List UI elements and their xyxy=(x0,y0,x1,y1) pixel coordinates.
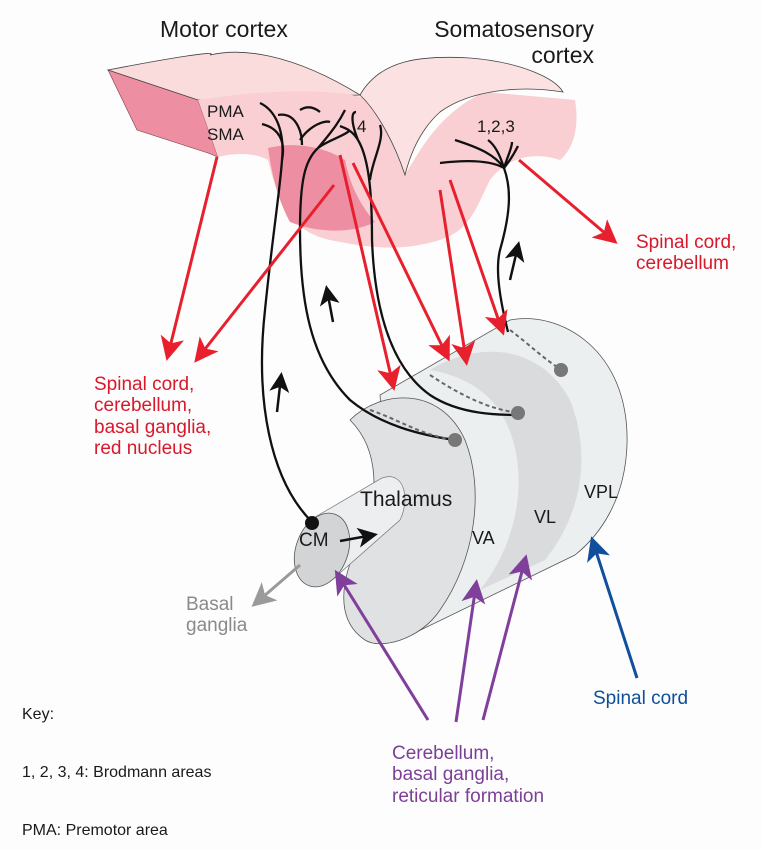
area-4-label: 4 xyxy=(357,117,367,136)
thalamic-cells xyxy=(305,329,568,530)
cm-to-basal-ganglia-arrow xyxy=(251,563,301,607)
input-to-va-arrow xyxy=(454,579,486,723)
somatosensory-output-targets: Spinal cord, cerebellum xyxy=(636,232,737,275)
vl-dotted-axon xyxy=(429,374,521,414)
cortex-to-va-arrow xyxy=(338,154,401,391)
sma-label: SMA xyxy=(207,125,244,144)
neuron-2-dendrites xyxy=(298,109,351,231)
spinal-input-arrow xyxy=(587,536,639,679)
vpl-neuron-dendrites xyxy=(439,138,520,170)
cortex-to-vpl-arrow xyxy=(448,179,508,336)
purple-arrows xyxy=(334,554,533,723)
somatosensory-cortex-title: Somatosensory cortex xyxy=(434,16,594,68)
key-heading: Key: xyxy=(22,706,55,724)
vpl-cell-body xyxy=(554,363,568,377)
vl-nucleus xyxy=(430,351,582,590)
neuron-3-dendrites xyxy=(339,110,383,241)
input-to-cm-arrow xyxy=(334,569,430,721)
pma-branch xyxy=(277,113,304,146)
purple-input-sources: Cerebellum, basal ganglia, reticular for… xyxy=(392,743,545,807)
cortex-sulcus-shade xyxy=(268,145,375,231)
neuron-3-axon xyxy=(370,239,521,417)
motor-output-arrow-2 xyxy=(194,184,336,363)
vpl-label: VPL xyxy=(584,482,619,502)
neuron-2-axon xyxy=(298,229,456,442)
va-cell-body xyxy=(448,433,462,447)
ascending-arrow-1 xyxy=(269,372,290,413)
cortex-block xyxy=(106,51,577,248)
ascending-arrow-2 xyxy=(319,285,340,323)
branch-b xyxy=(299,120,331,141)
motor-cortex-title: Motor cortex xyxy=(160,16,288,42)
vl-label: VL xyxy=(534,507,557,527)
basal-ganglia-target: Basal ganglia xyxy=(186,594,248,637)
cortex-to-vl-arrow-1 xyxy=(351,162,450,362)
cm-neuron-axon xyxy=(260,159,313,523)
pma-label: PMA xyxy=(207,102,244,121)
ascending-arrow-3 xyxy=(504,241,525,281)
thalamus-label: Thalamus xyxy=(360,488,453,511)
spinal-cord-source: Spinal cord xyxy=(593,688,689,709)
areas-1-2-3-label: 1,2,3 xyxy=(477,117,515,136)
motor-output-targets: Spinal cord, cerebellum, basal ganglia, … xyxy=(94,374,212,459)
thalamus xyxy=(293,318,628,644)
vl-cell-body xyxy=(511,406,525,420)
cm-label: CM xyxy=(299,530,329,551)
cm-cell-body xyxy=(305,516,319,530)
direction-arrows xyxy=(269,241,525,548)
motor-output-arrow-1 xyxy=(160,156,219,361)
somatosensory-top-face xyxy=(359,56,564,177)
vpl-neuron-axon xyxy=(496,167,511,333)
cm-to-thalamus-arrow xyxy=(339,527,378,548)
cm-nucleus-face xyxy=(293,512,351,588)
va-label: VA xyxy=(472,528,495,548)
key-item: PMA: Premotor area xyxy=(22,821,168,839)
key-legend: Key: 1, 2, 3, 4: Brodmann areas PMA: Pre… xyxy=(22,667,255,850)
key-item: 1, 2, 3, 4: Brodmann areas xyxy=(22,763,212,781)
branch-a xyxy=(299,106,321,113)
red-arrows xyxy=(160,154,618,391)
va-dotted-axon xyxy=(369,409,456,441)
sma-dendrite xyxy=(261,122,285,161)
input-to-vl-arrow xyxy=(481,554,533,721)
motor-cortex-top-face xyxy=(106,51,362,101)
somatosensory-output-arrow xyxy=(518,158,618,244)
cortex-to-vl-arrow-2 xyxy=(438,189,476,366)
neurons xyxy=(259,101,521,523)
